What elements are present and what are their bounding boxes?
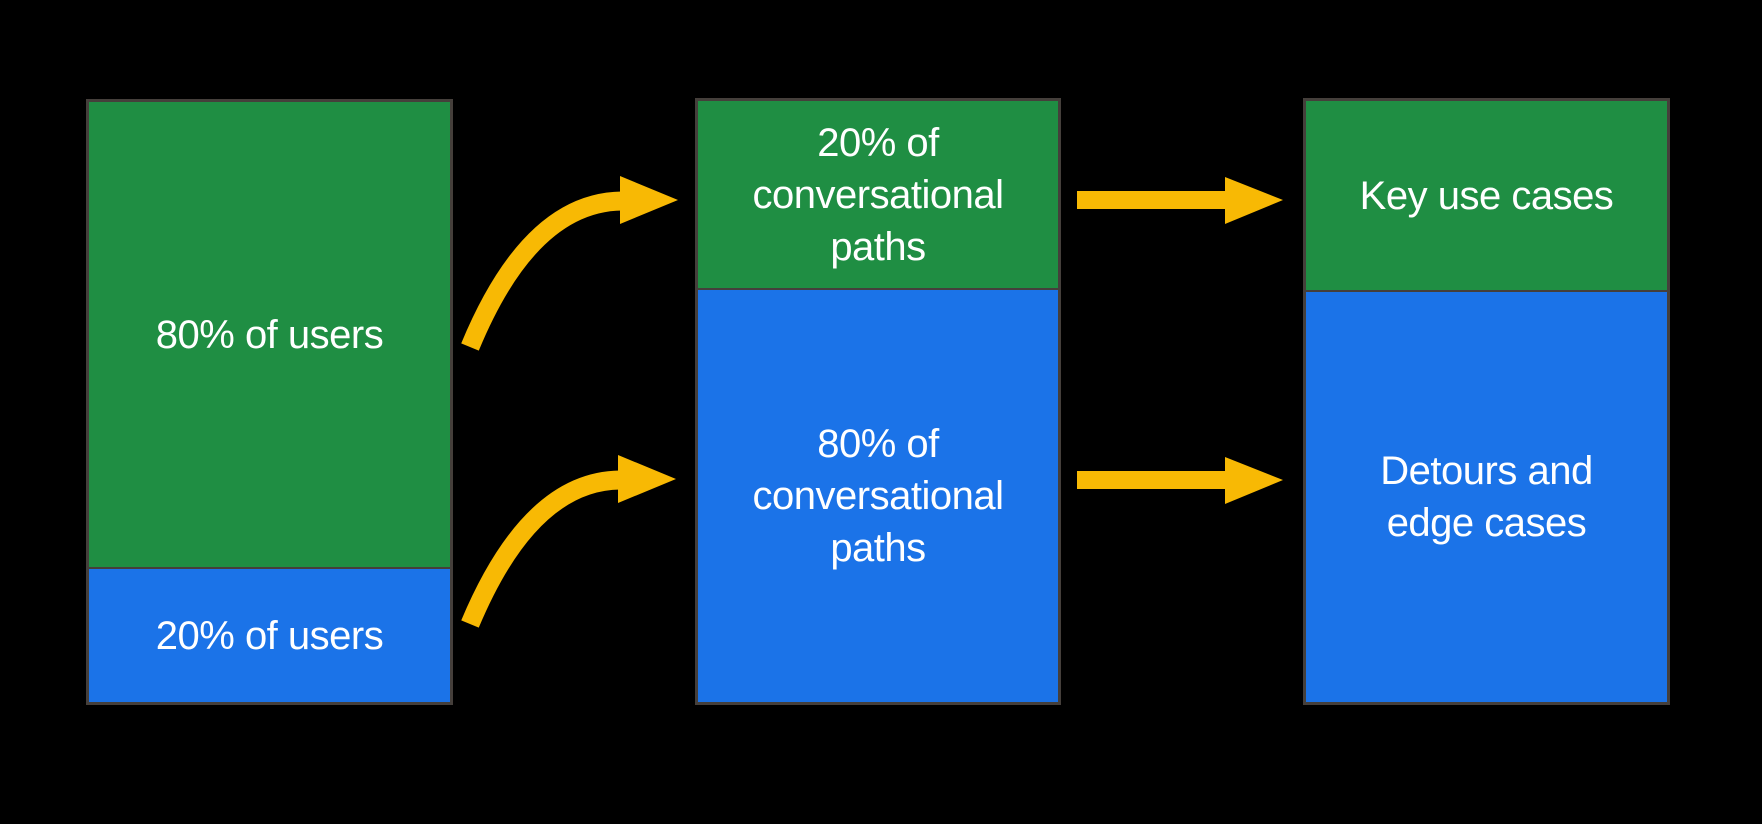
straight-arrow-paths-to-key-use-cases [1077, 177, 1283, 224]
paths-column: 20% of conversational paths 80% of conve… [695, 98, 1061, 705]
curved-arrow-users-to-key-paths [461, 176, 678, 351]
paths-key-segment: 20% of conversational paths [698, 101, 1058, 288]
curved-arrow-users-to-long-tail-paths [461, 455, 676, 628]
users-minority-segment: 20% of users [89, 567, 450, 702]
users-majority-segment: 80% of users [89, 102, 450, 567]
users-column: 80% of users 20% of users [86, 99, 453, 705]
key-use-cases-label: Key use cases [1359, 173, 1614, 218]
detours-edge-cases-segment: Detours and edge cases [1306, 290, 1667, 702]
paths-long-tail-segment: 80% of conversational paths [698, 288, 1058, 702]
users-minority-label: 20% of users [155, 613, 384, 658]
straight-arrow-paths-to-detours-edge-cases [1077, 457, 1283, 504]
users-majority-label: 80% of users [155, 312, 384, 357]
paths-key-label: 20% of conversational paths [752, 120, 1004, 269]
cases-column: Key use cases Detours and edge cases [1303, 98, 1670, 705]
paths-long-tail-label: 80% of conversational paths [752, 422, 1004, 570]
key-use-cases-segment: Key use cases [1306, 101, 1667, 290]
detours-edge-cases-label: Detours and edge cases [1380, 449, 1593, 545]
